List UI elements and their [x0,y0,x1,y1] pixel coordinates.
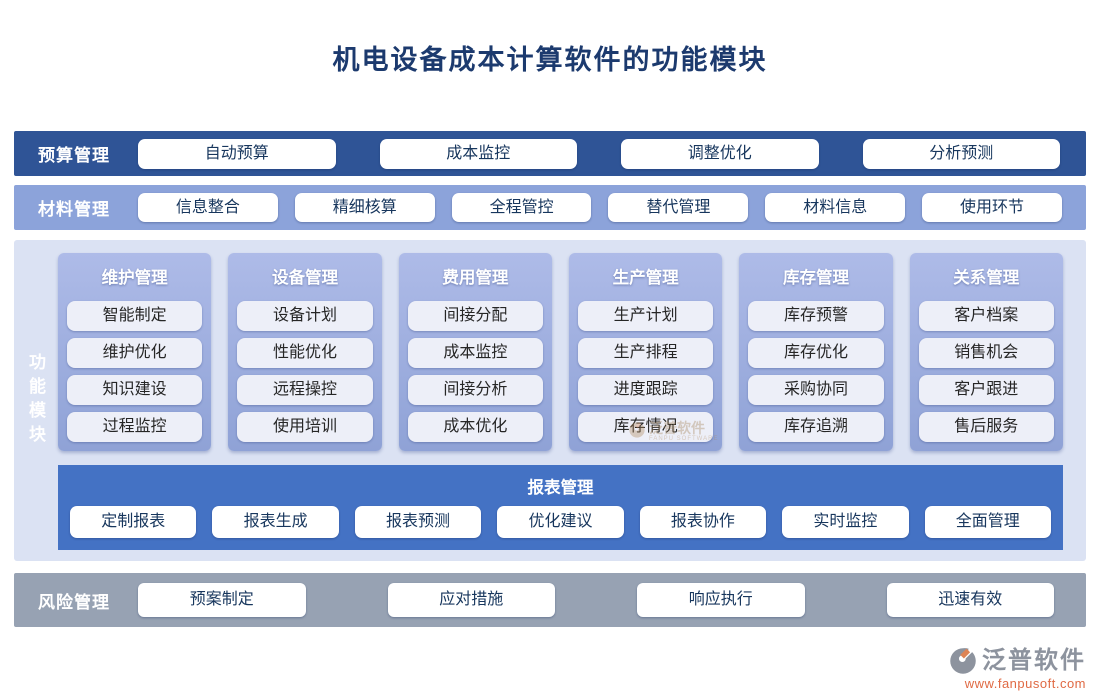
module-item: 库存情况 [577,412,714,442]
material-band: 材料管理 信息整合 精细核算 全程管控 替代管理 材料信息 使用环节 [14,185,1086,230]
fanpu-logo-icon [950,648,976,674]
module-item: 远程操控 [237,375,373,405]
risk-band-label: 风险管理 [38,592,110,612]
module-item: 过程监控 [67,412,203,442]
report-band-items: 定制报表 报表生成 报表预测 优化建议 报表协作 实时监控 全面管理 [70,506,1051,538]
column-relationship: 关系管理 客户档案 销售机会 客户跟进 售后服务 [909,253,1063,451]
column-production: 生产管理 生产计划 生产排程 进度跟踪 库存情况 [568,253,723,451]
budget-item: 分析预测 [862,138,1060,169]
budget-item: 调整优化 [621,138,819,169]
module-item: 库存优化 [748,338,884,368]
material-item: 信息整合 [138,193,278,222]
report-item: 实时监控 [782,506,909,538]
risk-item: 应对措施 [387,583,555,617]
side-label-function-modules: 功能模块 [26,352,45,449]
risk-band: 风险管理 预案制定 应对措施 响应执行 迅速有效 [14,573,1086,627]
column-maintenance: 维护管理 智能制定 维护优化 知识建设 过程监控 [58,253,212,451]
module-item: 客户跟进 [918,375,1054,405]
module-item: 销售机会 [918,338,1054,368]
report-item: 优化建议 [497,506,624,538]
module-item: 维护优化 [67,338,203,368]
report-item: 报表生成 [212,506,339,538]
module-item: 采购协同 [748,375,884,405]
fanpu-brand: 泛普软件 www.fanpusoft.com [948,646,1086,691]
material-item: 全程管控 [451,193,592,222]
column-title: 设备管理 [271,269,338,287]
column-equipment: 设备管理 设备计划 性能优化 远程操控 使用培训 [228,253,382,451]
budget-band-items: 自动预算 成本监控 调整优化 分析预测 [126,138,1086,169]
module-item: 售后服务 [918,412,1054,442]
column-title: 关系管理 [953,269,1020,287]
risk-band-items: 预案制定 应对措施 响应执行 迅速有效 [126,583,1086,617]
risk-item: 响应执行 [637,583,805,617]
module-item: 使用培训 [237,412,373,442]
column-inventory: 库存管理 库存预警 库存优化 采购协同 库存追溯 [739,253,893,451]
module-item: 间接分析 [407,375,543,405]
page-title: 机电设备成本计算软件的功能模块 [332,45,768,75]
module-item: 设备计划 [237,301,373,331]
column-title: 生产管理 [612,269,679,287]
brand-url: www.fanpusoft.com [964,676,1086,691]
module-item: 进度跟踪 [577,375,714,405]
material-item: 精细核算 [294,193,435,222]
report-band-title: 报表管理 [527,479,594,497]
risk-item: 预案制定 [138,583,306,617]
risk-item: 迅速有效 [886,583,1054,617]
function-modules-panel: 功能模块 维护管理 智能制定 维护优化 知识建设 过程监控 设备管理 设备计划 … [14,240,1086,561]
report-item: 定制报表 [70,506,197,538]
column-title: 费用管理 [442,269,509,287]
module-item: 性能优化 [237,338,373,368]
module-item: 库存追溯 [748,412,884,442]
module-item: 知识建设 [67,375,203,405]
budget-item: 成本监控 [379,138,577,169]
module-item: 成本监控 [407,338,543,368]
material-item: 使用环节 [922,193,1062,222]
report-item: 报表协作 [639,506,767,538]
budget-band-label: 预算管理 [38,146,110,165]
column-expense: 费用管理 间接分配 成本监控 间接分析 成本优化 [398,253,552,451]
material-band-label: 材料管理 [38,200,110,219]
report-band: 报表管理 定制报表 报表生成 报表预测 优化建议 报表协作 实时监控 全面管理 [58,465,1063,550]
module-item: 生产排程 [577,338,714,368]
report-item: 全面管理 [924,506,1051,538]
material-item: 材料信息 [765,193,906,222]
brand-row: 泛普软件 [948,646,1086,676]
material-band-items: 信息整合 精细核算 全程管控 替代管理 材料信息 使用环节 [126,193,1086,222]
budget-band: 预算管理 自动预算 成本监控 调整优化 分析预测 [14,131,1086,176]
report-item: 报表预测 [354,506,482,538]
module-item: 成本优化 [407,412,543,442]
module-columns: 维护管理 智能制定 维护优化 知识建设 过程监控 设备管理 设备计划 性能优化 … [58,253,1063,451]
module-item: 库存预警 [748,301,884,331]
module-item: 间接分配 [407,301,543,331]
module-item: 智能制定 [67,301,203,331]
column-title: 库存管理 [782,269,849,287]
material-item: 替代管理 [608,193,749,222]
brand-name: 泛普软件 [982,647,1086,674]
module-item: 客户档案 [918,301,1054,331]
module-item: 生产计划 [577,301,714,331]
budget-item: 自动预算 [138,138,336,169]
column-title: 维护管理 [101,269,168,287]
